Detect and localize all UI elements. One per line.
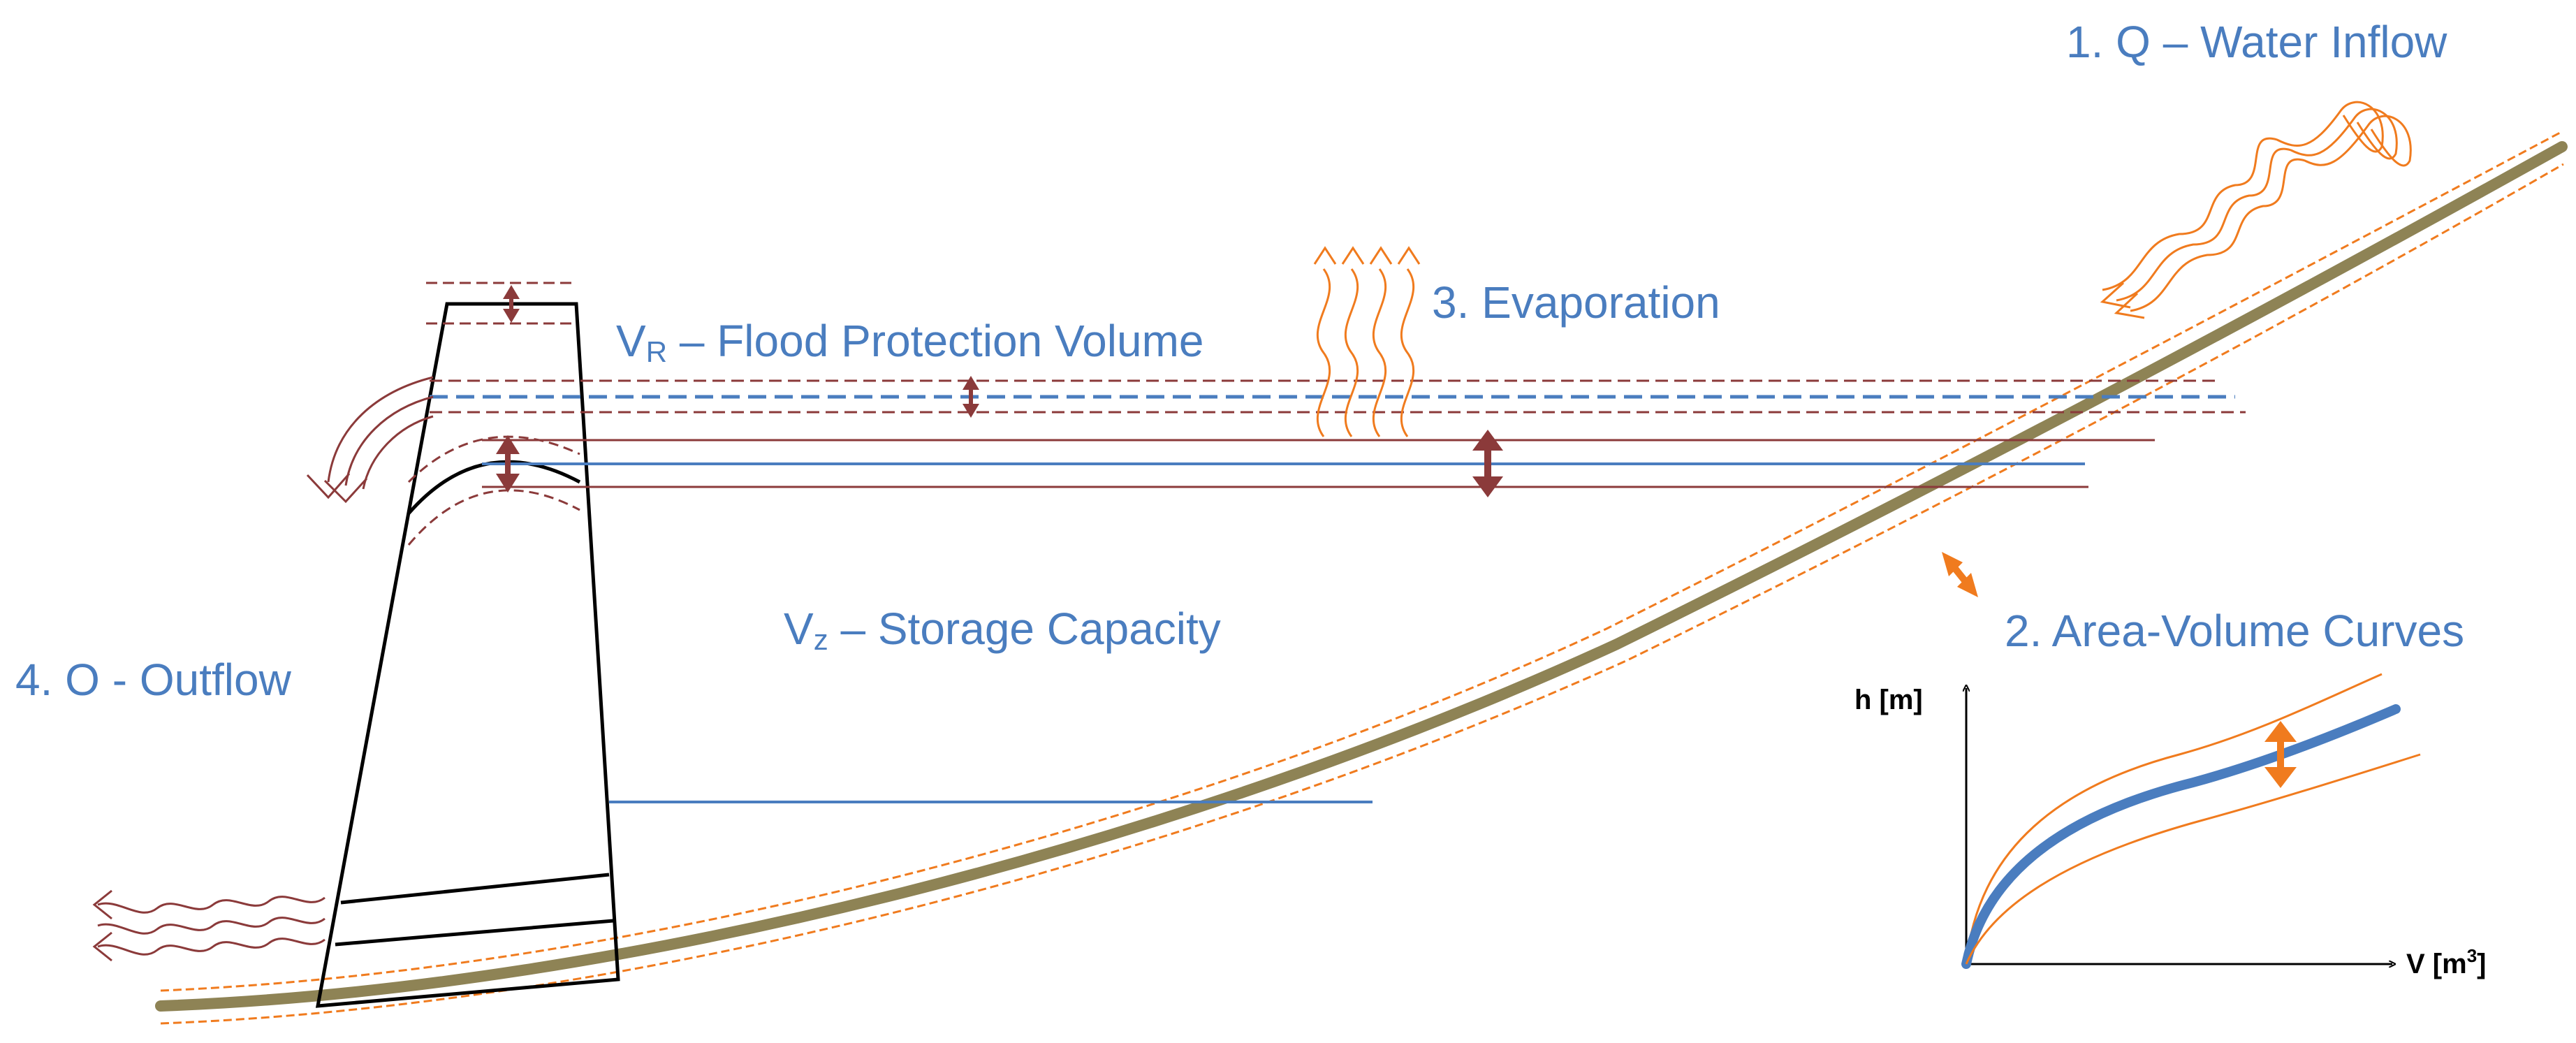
spillway-outflow-arrows	[306, 376, 434, 504]
inset-curve-lower	[1965, 753, 2421, 965]
dam-outline	[315, 302, 620, 1008]
terrain-upper-band	[160, 131, 2561, 992]
terrain-line	[155, 141, 2568, 1012]
inset-curve-mean	[1961, 704, 2401, 969]
label-storage-capacity: Vz – Storage Capacity	[784, 604, 1221, 656]
label-evaporation: 3. Evaporation	[1432, 277, 1720, 328]
terrain-lower-band	[160, 163, 2564, 1025]
area-volume-inset: h [m] V [m3]	[1854, 673, 2486, 979]
label-outflow: 4. O - Outflow	[15, 655, 292, 705]
bottom-outflow-arrows	[92, 889, 325, 962]
flood-protection-levels	[430, 376, 2246, 418]
evaporation-arrows	[1313, 246, 1421, 437]
water-inflow-arrows	[2100, 101, 2412, 319]
dam-gallery-line-1	[340, 873, 610, 905]
terrain-uncertainty-arrow	[1942, 552, 1978, 597]
dam-gallery-line-2	[335, 919, 614, 947]
inset-y-axis-label: h [m]	[1854, 685, 1923, 715]
dam	[315, 302, 620, 1008]
label-water-inflow: 1. Q – Water Inflow	[2066, 17, 2447, 67]
terrain-profile	[155, 131, 2568, 1025]
inset-curve-upper	[1965, 673, 2383, 965]
spillway-crest-lower-band	[407, 489, 580, 546]
inset-x-axis-label: V [m3]	[2406, 945, 2486, 979]
spillway-crest-upper-band	[407, 435, 580, 483]
operating-levels	[482, 430, 2155, 497]
dam-crest-uncertainty	[426, 282, 576, 325]
label-flood-protection-volume: VR – Flood Protection Volume	[616, 316, 1203, 368]
label-area-volume-curves: 2. Area-Volume Curves	[2005, 606, 2464, 656]
